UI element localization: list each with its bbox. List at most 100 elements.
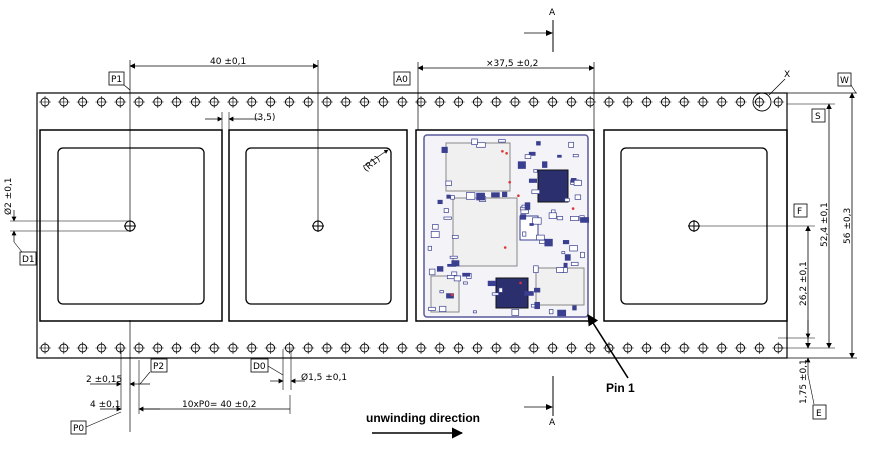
pcb-component xyxy=(564,197,570,202)
pcb-component xyxy=(445,180,452,186)
sprocket-hole-crosshair xyxy=(283,96,296,108)
tag-x: X xyxy=(784,70,790,80)
sprocket-hole-crosshair xyxy=(302,342,315,354)
pcb-component xyxy=(430,231,440,238)
pcb-marker xyxy=(501,150,504,153)
sprocket-hole-crosshair xyxy=(659,96,672,108)
sprocket-hole-crosshair xyxy=(697,96,709,108)
sprocket-hole-crosshair xyxy=(621,96,634,108)
sprocket-hole-crosshair xyxy=(57,96,70,108)
pcb-marker xyxy=(503,246,507,249)
sprocket-hole-crosshair xyxy=(509,96,521,108)
pcb-component xyxy=(569,245,578,252)
carrier-tape xyxy=(36,92,788,359)
sprocket-hole-crosshair xyxy=(452,342,465,354)
pin1-label: Pin 1 xyxy=(606,381,635,395)
pcb-component xyxy=(511,308,520,316)
tag-f: F xyxy=(797,207,802,217)
pcb-component xyxy=(439,305,447,312)
pcb-component xyxy=(556,216,564,221)
pcb-component xyxy=(557,309,567,317)
pcb-component xyxy=(522,231,527,237)
pcb-component xyxy=(463,281,468,285)
sprocket-hole-crosshair xyxy=(546,96,559,108)
sprocket-hole-crosshair xyxy=(715,96,728,108)
pcb-component xyxy=(491,192,500,198)
sprocket-hole-crosshair xyxy=(490,342,503,354)
dim-d0: Ø1,5 ±0,1 D0 xyxy=(250,349,347,390)
sprocket-hole-crosshair xyxy=(396,96,409,108)
pcb-component xyxy=(580,217,590,223)
pcb-component xyxy=(534,287,541,293)
dim-d0-text: Ø1,5 ±0,1 xyxy=(301,372,347,383)
sprocket-hole-crosshair xyxy=(433,96,446,108)
sprocket-hole-crosshair xyxy=(95,342,108,354)
dim-e: 1,75 ±0,1 E xyxy=(778,320,827,420)
pcb-component xyxy=(570,216,579,221)
section-label-bottom: A xyxy=(549,418,556,428)
pcb-component xyxy=(476,142,486,148)
pcb-component xyxy=(557,154,562,158)
sprocket-hole-crosshair xyxy=(527,342,540,354)
pcb-component xyxy=(472,310,477,314)
sprocket-hole-crosshair xyxy=(546,342,559,354)
pocket-1 xyxy=(39,129,223,322)
sprocket-hole-crosshair xyxy=(734,342,747,354)
dim-s-text: 52,4 ±0,1 xyxy=(820,202,830,247)
dim-p0-text: 4 ±0,1 xyxy=(90,400,120,410)
pocket-3-with-module xyxy=(415,129,595,322)
sprocket-hole-crosshair xyxy=(640,342,653,354)
sprocket-hole-crosshair xyxy=(433,342,446,354)
sprocket-hole-crosshair xyxy=(95,96,108,108)
sprocket-hole-crosshair xyxy=(640,96,653,108)
pcb-component xyxy=(443,216,452,220)
sprocket-hole-crosshair xyxy=(133,96,145,108)
pcb-component xyxy=(447,263,457,267)
sprocket-hole-crosshair xyxy=(302,96,315,108)
pcb-component xyxy=(535,267,585,306)
sprocket-holes-bottom xyxy=(39,342,785,354)
tag-p0: P0 xyxy=(73,424,84,434)
sprocket-hole-crosshair xyxy=(227,342,239,354)
pcb-component xyxy=(428,306,436,311)
tag-e: E xyxy=(816,409,822,419)
pcb-component xyxy=(487,280,496,287)
pcb-component xyxy=(536,234,545,241)
sprocket-hole-crosshair xyxy=(678,96,691,108)
pcb-component xyxy=(563,262,568,268)
pcb-component xyxy=(536,141,541,146)
pcb-component xyxy=(443,208,449,213)
pcb-marker xyxy=(450,293,454,297)
sprocket-hole-crosshair xyxy=(189,342,202,354)
tag-d1: D1 xyxy=(22,255,35,265)
pcb-component xyxy=(574,194,582,200)
sprocket-hole-crosshair xyxy=(659,342,672,354)
pcb-component xyxy=(529,223,534,226)
pcb-component xyxy=(445,142,511,192)
pcb-component xyxy=(562,240,570,245)
pcb-component xyxy=(437,199,443,205)
sprocket-hole-crosshair xyxy=(621,342,634,354)
sprocket-hole-crosshair xyxy=(245,342,258,354)
pcb-component xyxy=(544,238,553,247)
pcb-component xyxy=(570,261,579,266)
sprocket-hole-crosshair xyxy=(245,96,258,108)
sprocket-hole-crosshair xyxy=(358,96,371,108)
sprocket-hole-crosshair xyxy=(452,96,465,108)
sprocket-hole-crosshair xyxy=(509,342,521,354)
sprocket-hole-crosshair xyxy=(753,96,766,108)
pcb-component xyxy=(495,277,529,309)
pcb-module xyxy=(427,138,590,317)
sprocket-hole-crosshair xyxy=(114,342,127,354)
sprocket-hole-crosshair xyxy=(76,342,89,354)
pcb-component xyxy=(471,138,478,145)
sprocket-hole-crosshair xyxy=(603,96,615,108)
pcb-component xyxy=(531,189,540,194)
sprocket-hole-crosshair xyxy=(283,342,296,354)
sprocket-hole-crosshair xyxy=(527,96,540,108)
dim-radius-text: (R1) xyxy=(362,154,383,174)
pcb-component xyxy=(532,217,542,225)
dim-e-text: 1,75 ±0,1 xyxy=(799,359,809,404)
dim-f-text: 26,2 ±0,1 xyxy=(799,261,809,306)
sprocket-hole-crosshair xyxy=(415,96,427,108)
